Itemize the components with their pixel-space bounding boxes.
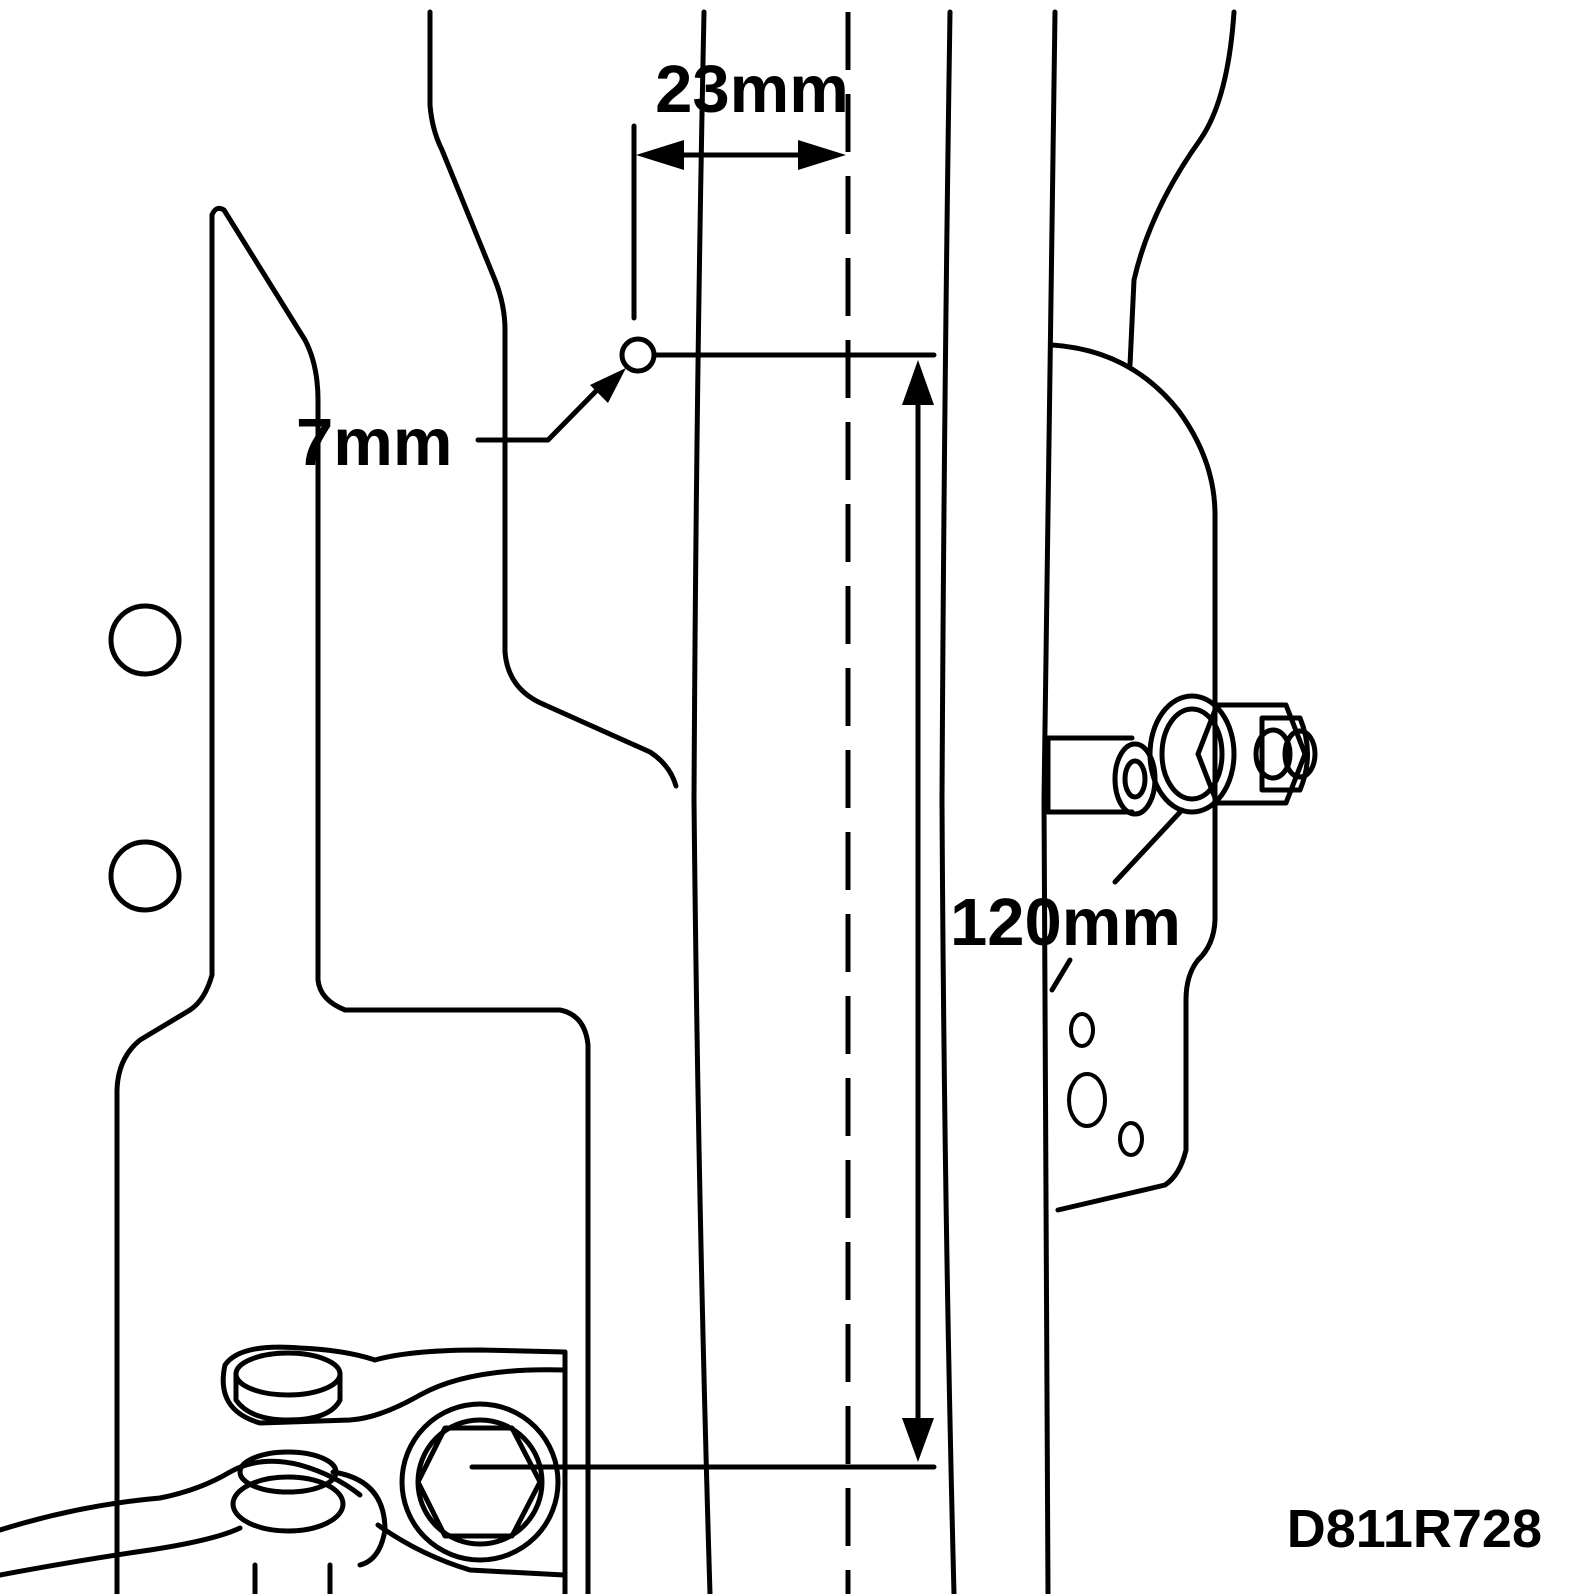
right-plate-edge-link xyxy=(1049,957,1073,993)
plate-hole-2 xyxy=(1067,1072,1107,1128)
arrowhead-bottom xyxy=(902,1418,934,1462)
mounting-hole-7mm xyxy=(619,336,657,374)
right-side-plate-outline xyxy=(1127,9,1237,368)
dimension-23mm-label: 23mm xyxy=(655,52,849,127)
bottom-linkage-assembly xyxy=(0,1344,568,1594)
plate-hole-1 xyxy=(1069,1012,1095,1048)
callout-arrowhead xyxy=(590,368,626,403)
arrowhead-right xyxy=(798,140,846,170)
arrowhead-top xyxy=(902,360,934,405)
rail-right-outer xyxy=(939,9,957,1594)
central-member-outline xyxy=(427,9,679,789)
dimension-120mm-label: 120mm xyxy=(950,885,1181,960)
bracket-hole-lower xyxy=(108,839,182,913)
side-bolt-assembly xyxy=(1045,693,1318,817)
rail-right-inner xyxy=(1041,9,1058,1594)
hole-callout-7mm: 7mm xyxy=(296,336,657,480)
dimension-120mm: 120mm xyxy=(469,352,1185,1470)
dimension-23mm: 23mm xyxy=(631,12,851,1594)
right-mount-plate xyxy=(1049,342,1218,1213)
bracket-hole-upper xyxy=(108,603,182,677)
dimension-7mm-label: 7mm xyxy=(296,405,452,480)
left-bracket-outline xyxy=(209,205,591,1594)
rail-left xyxy=(691,9,713,1594)
left-bracket-inner-edge xyxy=(114,212,215,1594)
plate-hole-3 xyxy=(1118,1121,1144,1157)
arrowhead-left xyxy=(636,140,684,170)
figure-code: D811R728 xyxy=(1287,1499,1542,1559)
